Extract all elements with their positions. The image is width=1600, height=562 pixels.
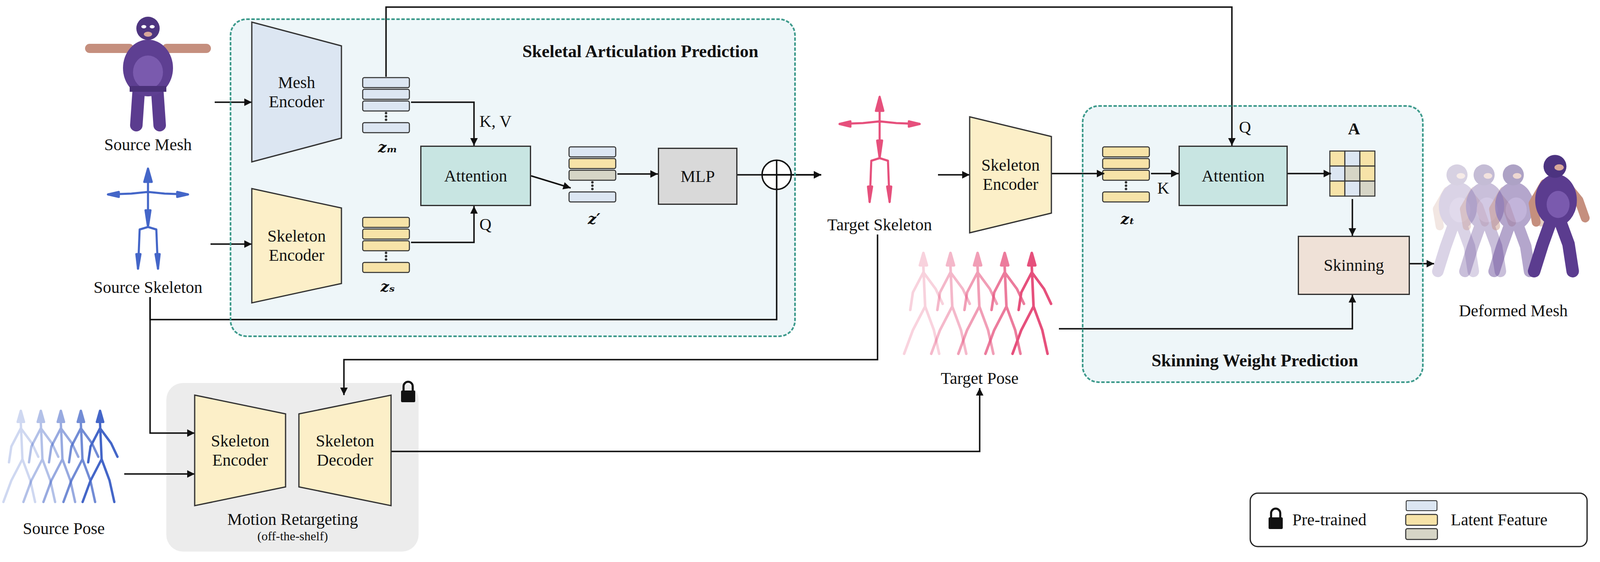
- edge-label: Q: [479, 214, 492, 234]
- node-label: MLP: [680, 166, 715, 186]
- edge-label: K: [1157, 178, 1170, 198]
- source-skeleton: Source Skeleton: [85, 165, 211, 297]
- node-label: Motion Retargeting: [227, 509, 359, 529]
- region-ground: [166, 382, 419, 552]
- attention-box: Attention: [1178, 145, 1288, 206]
- trapezoid-outline: [298, 394, 392, 506]
- node-label: Skeletal Articulation Prediction: [522, 41, 759, 62]
- connector: [411, 205, 474, 243]
- source-skeleton-figure: [107, 168, 189, 269]
- connector: [1409, 262, 1435, 265]
- source-pose: Source Pose: [3, 406, 125, 538]
- node-label: (off-the-shelf): [257, 528, 328, 544]
- legend-swatch-extra: [1405, 514, 1438, 525]
- connector: [386, 7, 1232, 146]
- latent-stack: z′: [570, 145, 618, 231]
- skinning-region: Skinning Weight Prediction zₜ Attention A Sk…: [1081, 105, 1424, 383]
- legend-swatch: [1405, 499, 1438, 511]
- connector: [1151, 172, 1179, 175]
- target-pose-figure: [904, 252, 1051, 354]
- source-mesh-figure: [89, 16, 207, 126]
- lock-icon: [401, 381, 416, 402]
- target-pose: Target Pose: [900, 243, 1059, 388]
- trapezoid-outline: [251, 22, 342, 162]
- attention-box: Attention: [420, 145, 532, 206]
- legend-label: Pre-trained: [1292, 509, 1367, 530]
- target-skeleton-figure: [839, 96, 920, 202]
- source-pose-figure: [3, 410, 118, 502]
- edge-label: K, V: [479, 111, 512, 131]
- mesh-encoder: Mesh Encoder: [251, 22, 342, 162]
- connector: [150, 296, 195, 433]
- weight-matrix: [1329, 150, 1375, 196]
- articulation-region: Skeletal Articulation PredictionMesh Enc…: [229, 18, 796, 337]
- node-label: zₘ: [378, 138, 398, 156]
- connector: [391, 387, 980, 452]
- skeleton-encoder: Skeleton Encoder: [251, 188, 342, 303]
- connector: [531, 175, 571, 189]
- node-label: Skeleton Encoder: [974, 155, 1048, 194]
- node-label: Skinning: [1323, 255, 1384, 275]
- deformed-mesh-figure: [1436, 154, 1586, 271]
- region-ground: [229, 18, 796, 337]
- target-skeleton: Target Skeleton: [821, 94, 938, 235]
- node-label: zₛ: [380, 277, 396, 295]
- node-label: A: [1348, 119, 1361, 139]
- connector: [343, 234, 878, 395]
- skeleton-encoder: Skeleton Encoder: [969, 116, 1052, 233]
- node-label: Target Skeleton: [827, 215, 933, 235]
- node-label: Attention: [1201, 166, 1265, 186]
- legend-label: Latent Feature: [1450, 509, 1548, 530]
- latent-bars: [362, 77, 1150, 273]
- weight-matrix: A: [1331, 118, 1378, 199]
- trapezoid-outline: [251, 188, 342, 303]
- node-label: Attention: [443, 166, 507, 186]
- node-label: Skeleton Decoder: [308, 431, 382, 470]
- node-label: Target Pose: [940, 368, 1019, 388]
- legend-frame: [1250, 492, 1588, 547]
- retargeting-region: Motion Retargeting(off-the-shelf) Skeleto…: [166, 382, 419, 552]
- skinning-box: Skinning: [1297, 235, 1410, 295]
- node-label: Skinning Weight Prediction: [1151, 350, 1359, 371]
- latent-stack: zₜ: [1104, 145, 1152, 231]
- connector: [1351, 198, 1354, 236]
- connector: [1287, 172, 1332, 175]
- node-label: Source Skeleton: [93, 277, 203, 297]
- connector: [124, 472, 195, 475]
- deformed-mesh: Deformed Mesh: [1434, 139, 1593, 321]
- skeleton-encoder: Skeleton Encoder: [194, 394, 286, 506]
- connector: [411, 102, 474, 146]
- node-label: Source Pose: [22, 518, 106, 538]
- mlp-box: MLP: [657, 147, 738, 205]
- connector: [1051, 172, 1105, 175]
- connector: [937, 173, 970, 176]
- lock-icon: [1268, 508, 1283, 529]
- node-label: Skeleton Encoder: [260, 226, 334, 265]
- connector: [214, 101, 252, 103]
- connector: [1058, 294, 1353, 329]
- latent-stack: zₛ: [364, 216, 412, 298]
- node-label: z′: [587, 210, 601, 228]
- latent-stack: zₘ: [364, 76, 412, 160]
- skeleton-decoder: Skeleton Decoder: [298, 394, 392, 506]
- node-label: Mesh Encoder: [260, 72, 334, 112]
- legend-swatch-extra: [1405, 528, 1438, 540]
- node-label: Source Mesh: [104, 135, 192, 155]
- connector: [617, 173, 658, 175]
- edge-label: Q: [1238, 117, 1252, 137]
- region-ground: [1081, 105, 1424, 383]
- node-label: Skeleton Encoder: [203, 431, 277, 470]
- trapezoid-outline: [194, 394, 286, 506]
- source-mesh: Source Mesh: [81, 12, 215, 155]
- trapezoid-outline: [969, 116, 1052, 233]
- node-label: zₜ: [1120, 210, 1135, 228]
- node-label: Deformed Mesh: [1458, 300, 1568, 321]
